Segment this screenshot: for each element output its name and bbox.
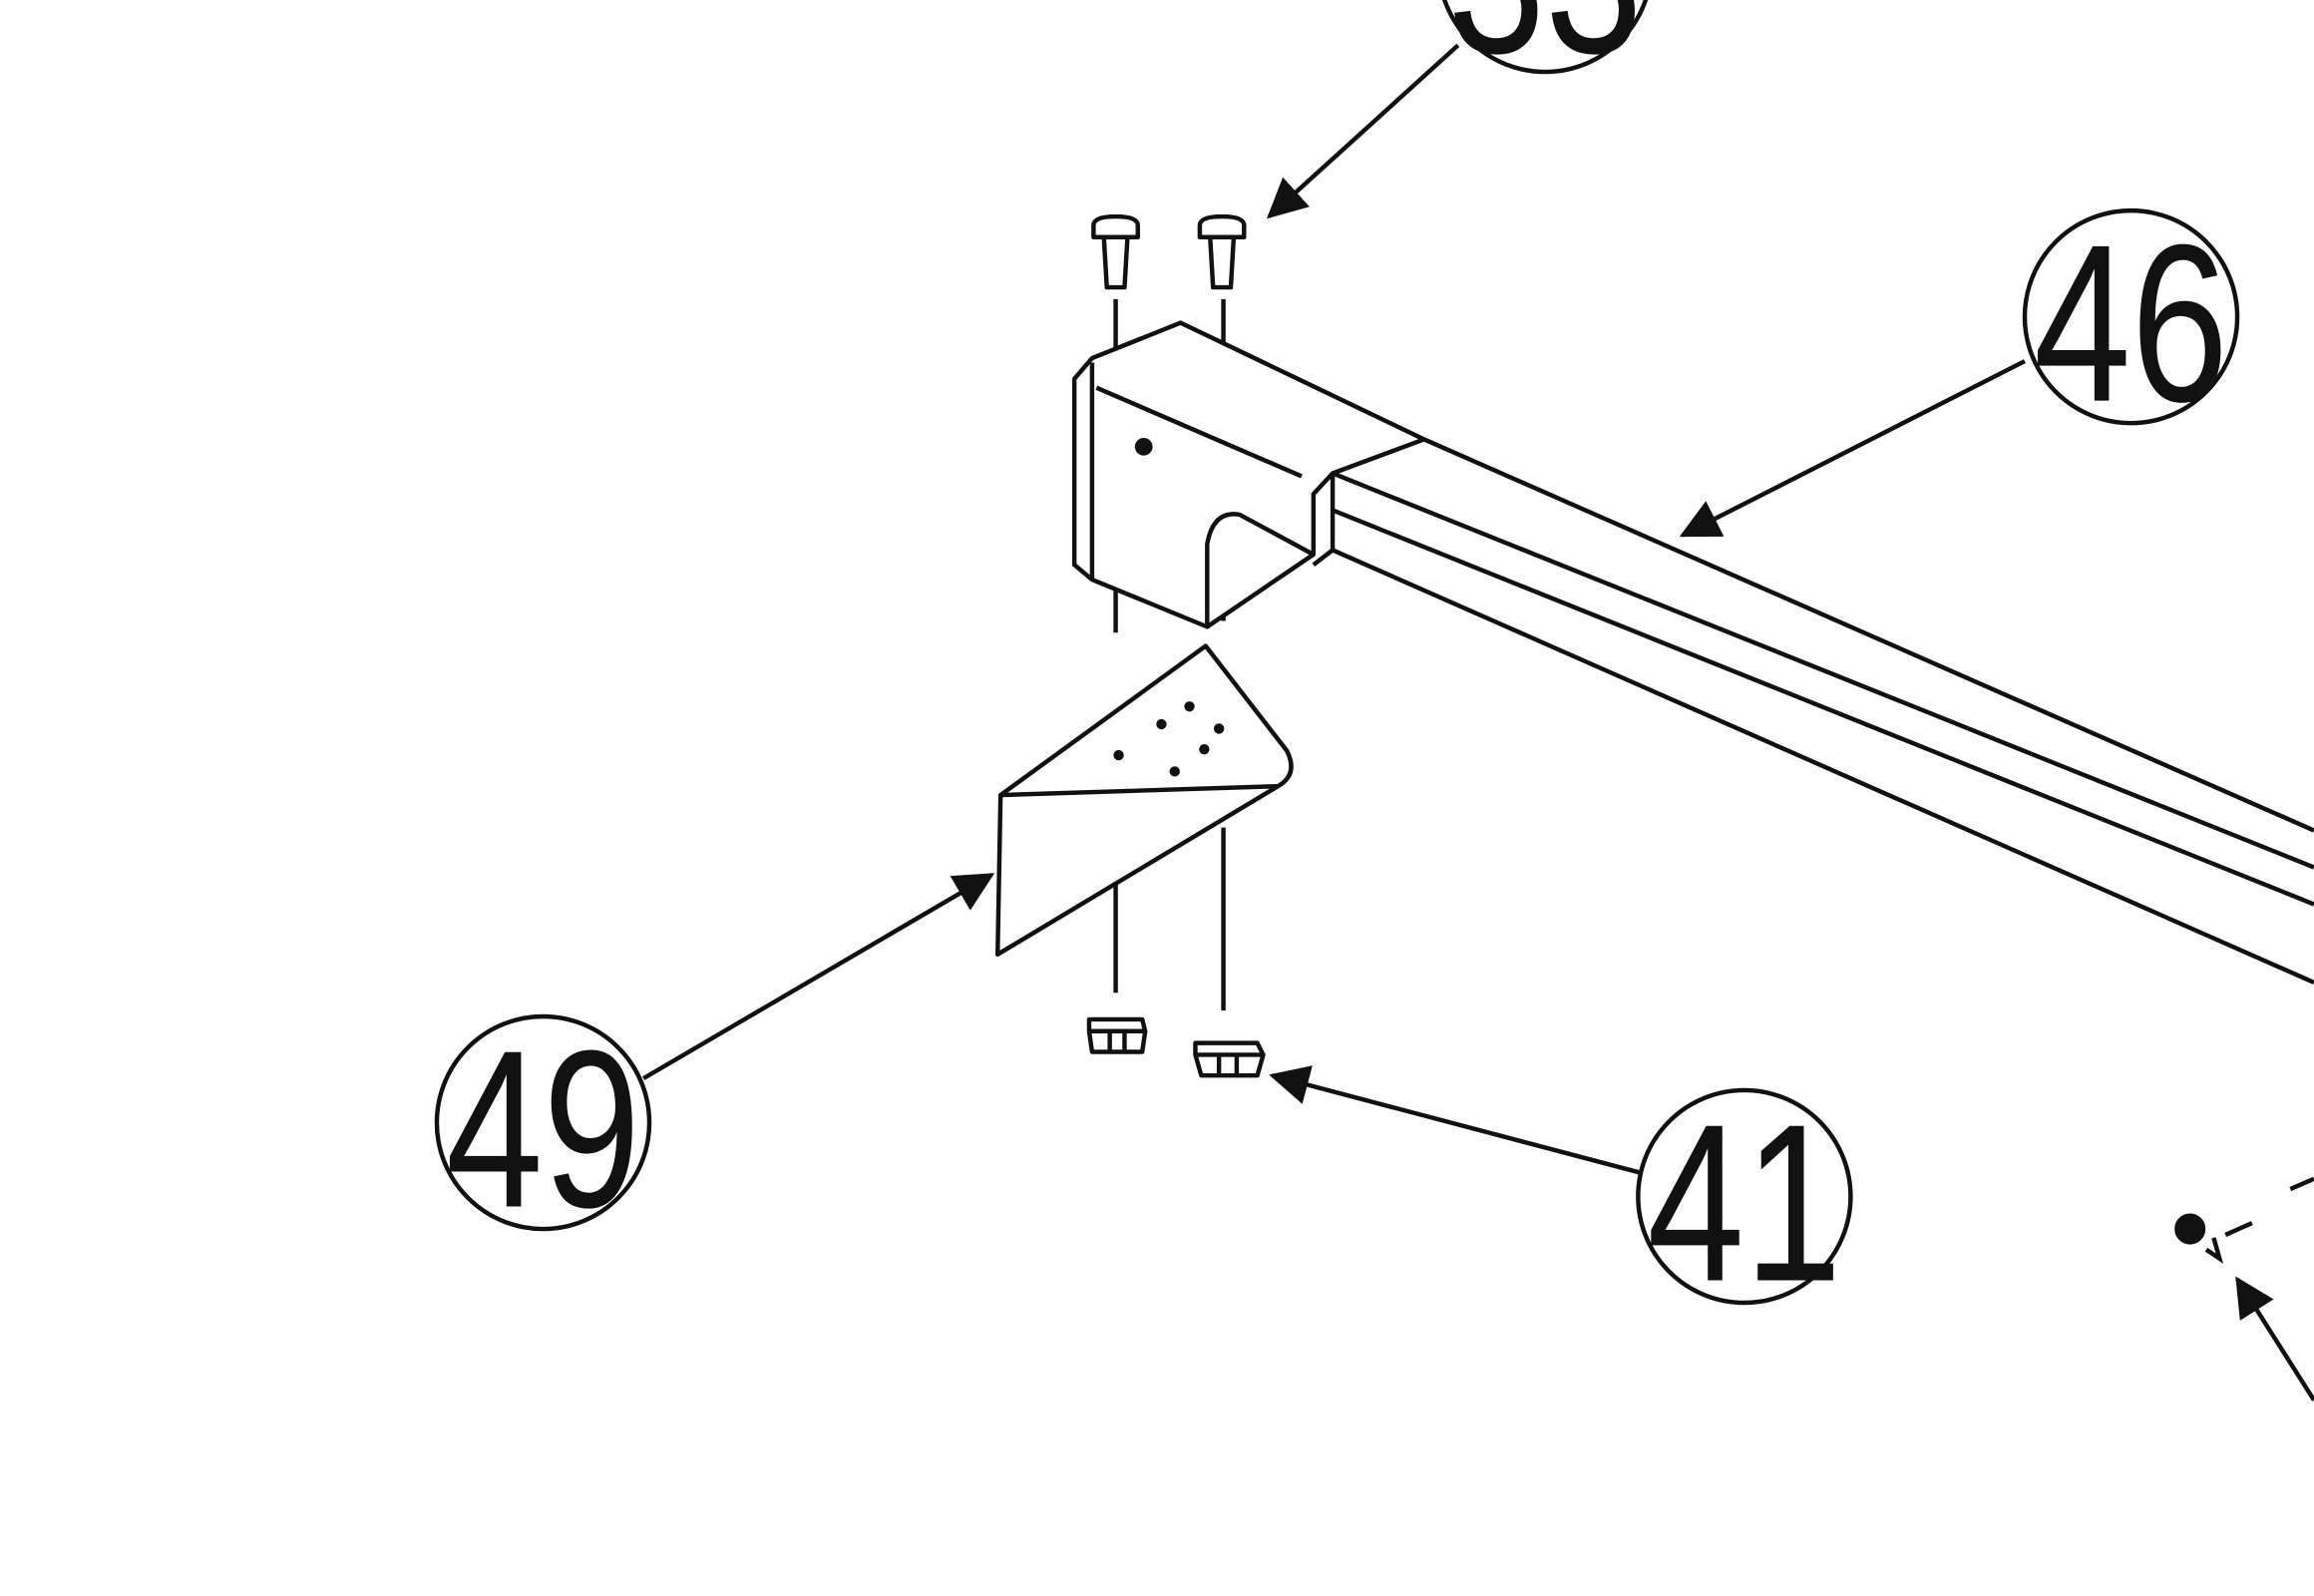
partial-fastener [2174,1176,2314,1401]
bar-assembly [1071,320,2314,985]
callout-bracket-label: 49 [446,1002,640,1254]
leader-arrow-bracket [641,873,995,1081]
callout-nut: 41 [1636,1076,1853,1328]
callout-nut-label: 41 [1647,1076,1841,1328]
nut-right [1193,1040,1266,1078]
bracket [994,643,1294,958]
bolt-left [1091,213,1140,290]
callout-top: 33 [1442,0,1649,100]
callout-top-label: 33 [1448,0,1643,100]
callout-bar: 46 [2022,198,2240,449]
leader-arrow-nut [1269,1065,1642,1175]
nut-left [1086,1016,1148,1054]
callout-bar-label: 46 [2034,198,2228,449]
leader-arrows [641,43,2027,1175]
callout-bracket: 49 [434,1002,652,1254]
bolt-right [1197,213,1247,290]
leader-arrow-bar [1679,359,2027,538]
leader-arrow-top [1266,43,1460,219]
bracket-holes [1113,701,1225,777]
